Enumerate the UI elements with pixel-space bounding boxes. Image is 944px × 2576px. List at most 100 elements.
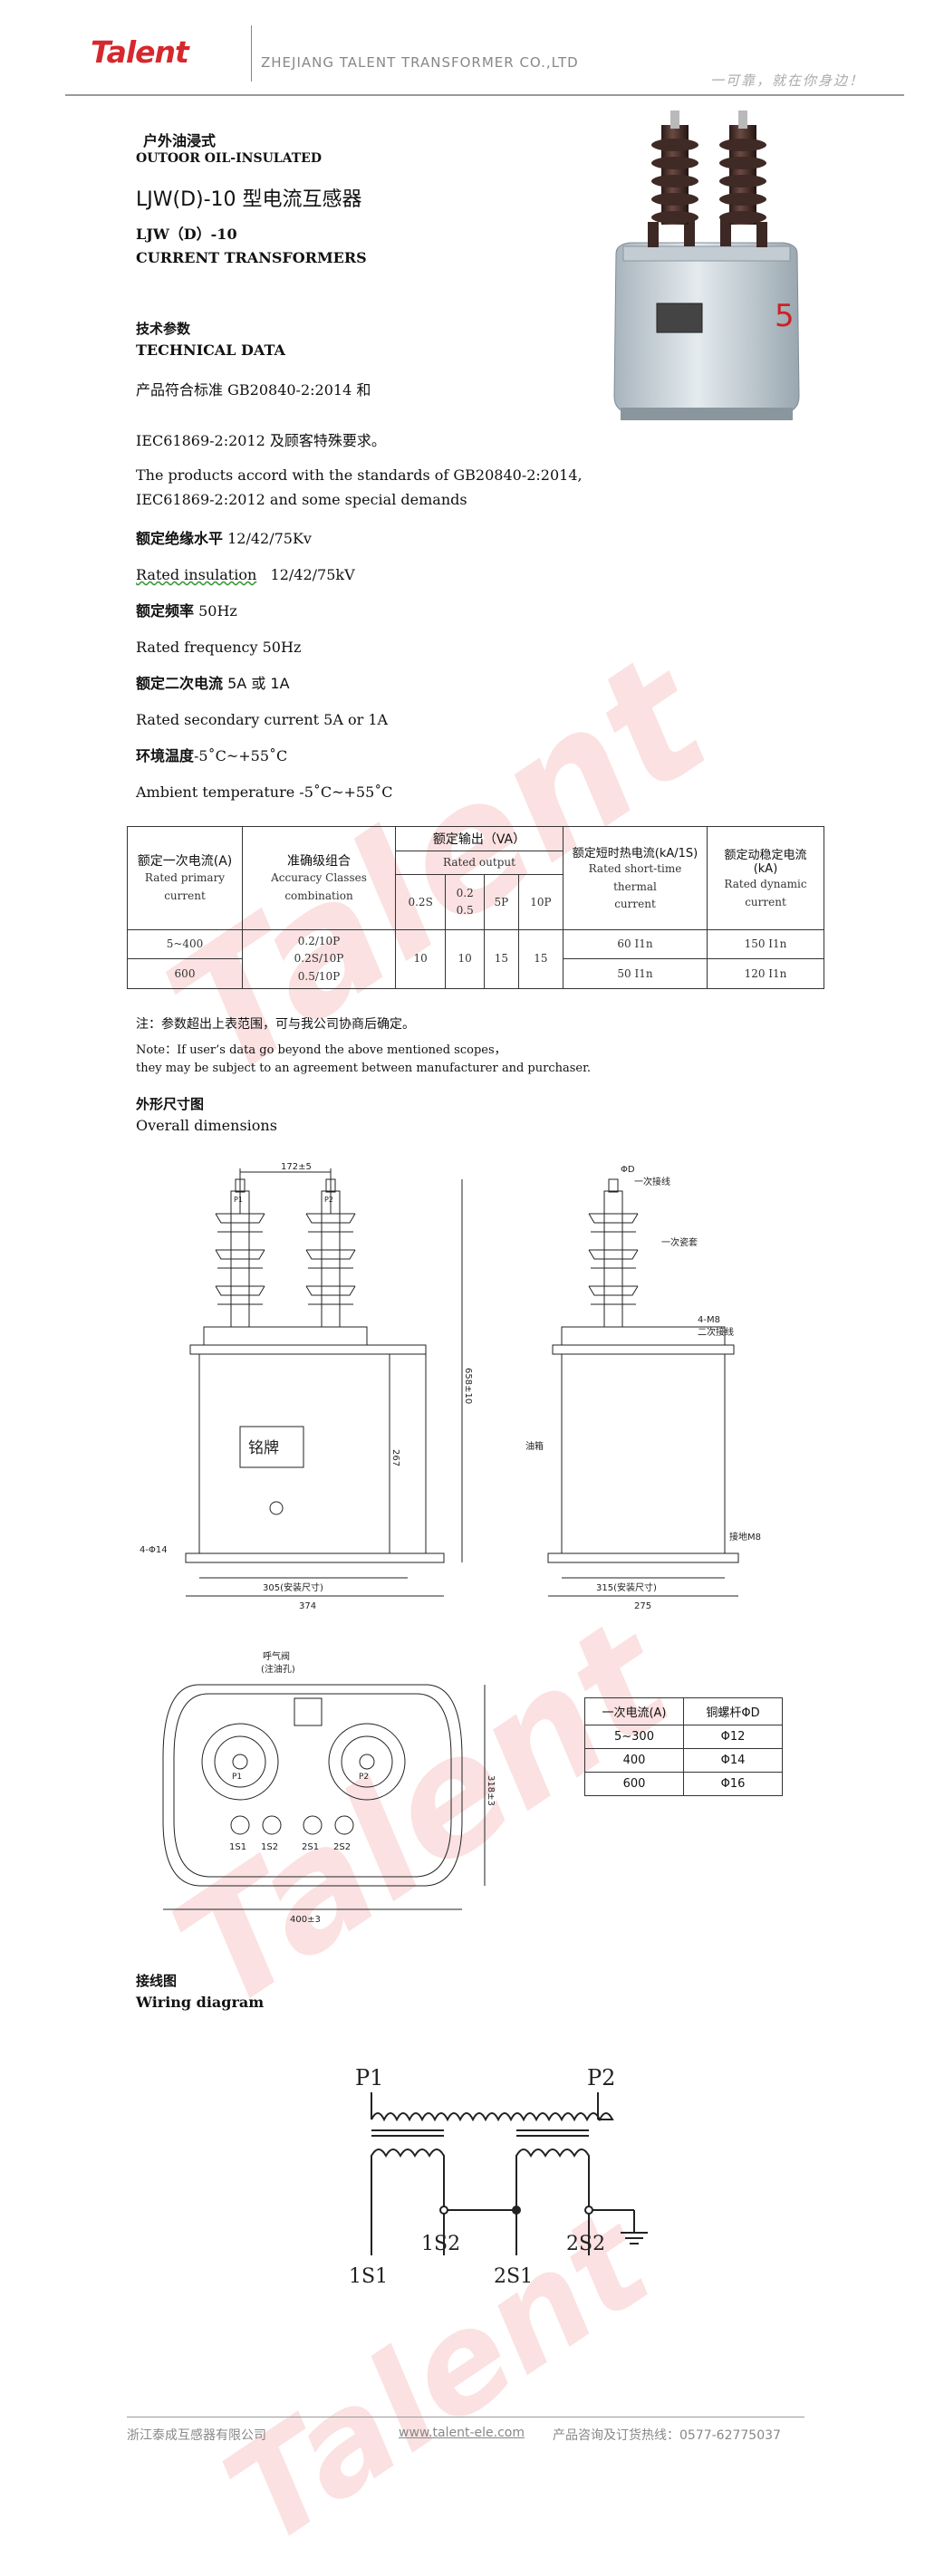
svg-text:1S2: 1S2 xyxy=(421,2233,460,2255)
temperature-en: Ambient temperature -5˚C~+55˚C xyxy=(136,783,393,801)
svg-text:267: 267 xyxy=(390,1449,400,1466)
col-output-en: Rated output xyxy=(395,850,564,876)
svg-text:P2: P2 xyxy=(359,1773,369,1782)
svg-text:2S2: 2S2 xyxy=(566,2233,605,2255)
stud-table-header: 铜螺杆ΦD xyxy=(683,1697,783,1725)
table-row: 600 xyxy=(127,958,243,989)
table-row: 5~400 xyxy=(127,929,243,960)
svg-text:呼气阀: 呼气阀 xyxy=(263,1650,290,1662)
table-row: 5~300 xyxy=(584,1725,684,1749)
product-title-en: CURRENT TRANSFORMERS xyxy=(136,249,367,266)
svg-text:2S1: 2S1 xyxy=(302,1842,319,1852)
svg-text:油箱: 油箱 xyxy=(525,1440,544,1452)
slogan: 一可靠，就在你身边！ xyxy=(709,72,864,89)
svg-text:2S1: 2S1 xyxy=(494,2265,533,2288)
svg-text:275: 275 xyxy=(634,1601,651,1611)
product-model-en: LJW（D）-10 xyxy=(136,226,237,243)
standard-en-line1: The products accord with the standards o… xyxy=(136,466,583,484)
standard-en-line2: IEC61869-2:2012 and some special demands xyxy=(136,491,467,508)
svg-text:5: 5 xyxy=(775,298,795,334)
svg-text:172±5: 172±5 xyxy=(281,1162,312,1172)
side-view-drawing: ΦD 一次接线 一次瓷套 4-M8 二次接线 油箱 接地M8 315(安装尺寸)… xyxy=(525,1165,761,1611)
standard-cn: 产品符合标准 GB20840-2:2014 和 xyxy=(136,381,371,399)
header-separator xyxy=(251,25,252,82)
svg-text:ΦD: ΦD xyxy=(621,1165,635,1175)
product-photo: 5 xyxy=(613,111,800,420)
insulation-cn: 额定绝缘水平 12/42/75Kv xyxy=(136,530,312,547)
svg-text:一次接线: 一次接线 xyxy=(634,1176,670,1187)
footer-hotline: 产品咨询及订货热线：0577-62775037 xyxy=(553,2428,781,2443)
svg-text:二次接线: 二次接线 xyxy=(698,1326,734,1338)
thermal-cell: 60 I1n xyxy=(563,929,708,960)
insulation-en: Rated insulation 12/42/75kV xyxy=(136,566,355,583)
svg-text:接地M8: 接地M8 xyxy=(729,1531,761,1543)
stud-size-table: 一次电流(A) 铜螺杆ΦD 5~300 Φ12 400 Φ14 600 Φ16 xyxy=(584,1697,783,1796)
svg-text:铭牌: 铭牌 xyxy=(248,1439,279,1457)
dynamic-cell: 120 I1n xyxy=(707,958,824,989)
svg-text:1S1: 1S1 xyxy=(349,2265,388,2288)
standard-cn-line2: IEC61869-2:2012 及顾客特殊要求。 xyxy=(136,432,386,449)
svg-text:4-Φ14: 4-Φ14 xyxy=(140,1545,168,1555)
wiring-heading-cn: 接线图 xyxy=(136,1973,178,1989)
table-row: Φ14 xyxy=(683,1748,783,1773)
svg-text:658±10: 658±10 xyxy=(463,1368,473,1404)
svg-text:374: 374 xyxy=(299,1601,316,1611)
secondary-current-en: Rated secondary current 5A or 1A xyxy=(136,711,389,728)
company-logo: Talent xyxy=(91,34,189,70)
wiring-diagram: P1 P2 1S1 1S2 2S1 2S2 xyxy=(349,2065,648,2288)
col-dynamic: 额定动稳定电流 (kA) Rated dynamic current xyxy=(707,825,824,931)
svg-text:4-M8: 4-M8 xyxy=(698,1315,720,1325)
svg-text:(注油孔): (注油孔) xyxy=(261,1663,295,1675)
company-name-en: ZHEJIANG TALENT TRANSFORMER CO.,LTD xyxy=(261,54,579,71)
col-thermal: 额定短时热电流(kA/1S) Rated short-time thermal … xyxy=(563,825,708,931)
svg-text:2S2: 2S2 xyxy=(333,1842,351,1852)
header-rule xyxy=(65,94,904,96)
product-type-en: OUTOOR OIL-INSULATED xyxy=(136,151,322,166)
frequency-cn: 额定频率 50Hz xyxy=(136,602,237,620)
note-en-line2: they may be subject to an agreement betw… xyxy=(136,1062,592,1075)
footer-website-link[interactable]: www.talent-ele.com xyxy=(399,2426,525,2440)
svg-text:P2: P2 xyxy=(587,2065,615,2091)
product-title-cn: LJW(D)-10 型电流互感器 xyxy=(136,188,362,211)
svg-text:1S1: 1S1 xyxy=(229,1842,246,1852)
front-view-drawing: 172±5 P1 P2 铭牌 658±10 267 4-Φ14 305(安装尺寸… xyxy=(140,1162,473,1611)
secondary-current-cn: 额定二次电流 5A 或 1A xyxy=(136,675,290,692)
tech-heading-cn: 技术参数 xyxy=(136,321,191,337)
dimensions-heading-cn: 外形尺寸图 xyxy=(136,1096,205,1112)
output-cell: 15 xyxy=(484,929,519,989)
output-cell: 10 xyxy=(445,929,486,989)
svg-text:P1: P1 xyxy=(232,1773,242,1782)
svg-text:一次瓷套: 一次瓷套 xyxy=(661,1236,698,1248)
svg-text:P1: P1 xyxy=(234,1196,243,1204)
out-col-3: 10P xyxy=(517,874,564,931)
out-col-0: 0.2S xyxy=(394,874,447,931)
footer-company: 浙江泰成互感器有限公司 xyxy=(127,2428,266,2443)
output-cell: 15 xyxy=(517,929,564,989)
out-col-2: 5P xyxy=(484,874,519,931)
table-row: 400 xyxy=(584,1748,684,1773)
tech-heading-en: TECHNICAL DATA xyxy=(136,341,285,359)
svg-text:1S2: 1S2 xyxy=(261,1842,278,1852)
table-row: Φ12 xyxy=(683,1725,783,1749)
col-output: 额定输出（VA） xyxy=(395,826,564,851)
svg-text:400±3: 400±3 xyxy=(290,1915,321,1925)
stud-table-header: 一次电流(A) xyxy=(584,1697,684,1725)
col-primary-current: 额定一次电流(A) Rated primary current xyxy=(127,825,243,931)
svg-text:P1: P1 xyxy=(355,2065,383,2091)
note-cn: 注：参数超出上表范围，可与我公司协商后确定。 xyxy=(136,1017,415,1032)
temperature-cn: 环境温度-5˚C~+55˚C xyxy=(136,747,288,764)
product-type-cn: 户外油浸式 xyxy=(143,132,217,149)
note-en-line1: Note：If user’s data go beyond the above … xyxy=(136,1043,506,1057)
svg-text:318±3: 318±3 xyxy=(486,1775,496,1806)
out-col-1: 0.2 0.5 xyxy=(445,874,486,931)
svg-text:315(安装尺寸): 315(安装尺寸) xyxy=(596,1581,657,1593)
svg-text:P2: P2 xyxy=(324,1196,333,1204)
table-row: Φ16 xyxy=(683,1772,783,1796)
spec-table: 额定一次电流(A) Rated primary current 准确级组合 Ac… xyxy=(127,825,824,989)
plan-view-drawing: 呼气阀 (注油孔) P1 P2 1S1 1S2 2S1 2S2 318±3 40… xyxy=(162,1650,496,1925)
svg-text:305(安装尺寸): 305(安装尺寸) xyxy=(263,1581,323,1593)
table-row: 600 xyxy=(584,1772,684,1796)
dynamic-cell: 150 I1n xyxy=(707,929,824,960)
thermal-cell: 50 I1n xyxy=(563,958,708,989)
